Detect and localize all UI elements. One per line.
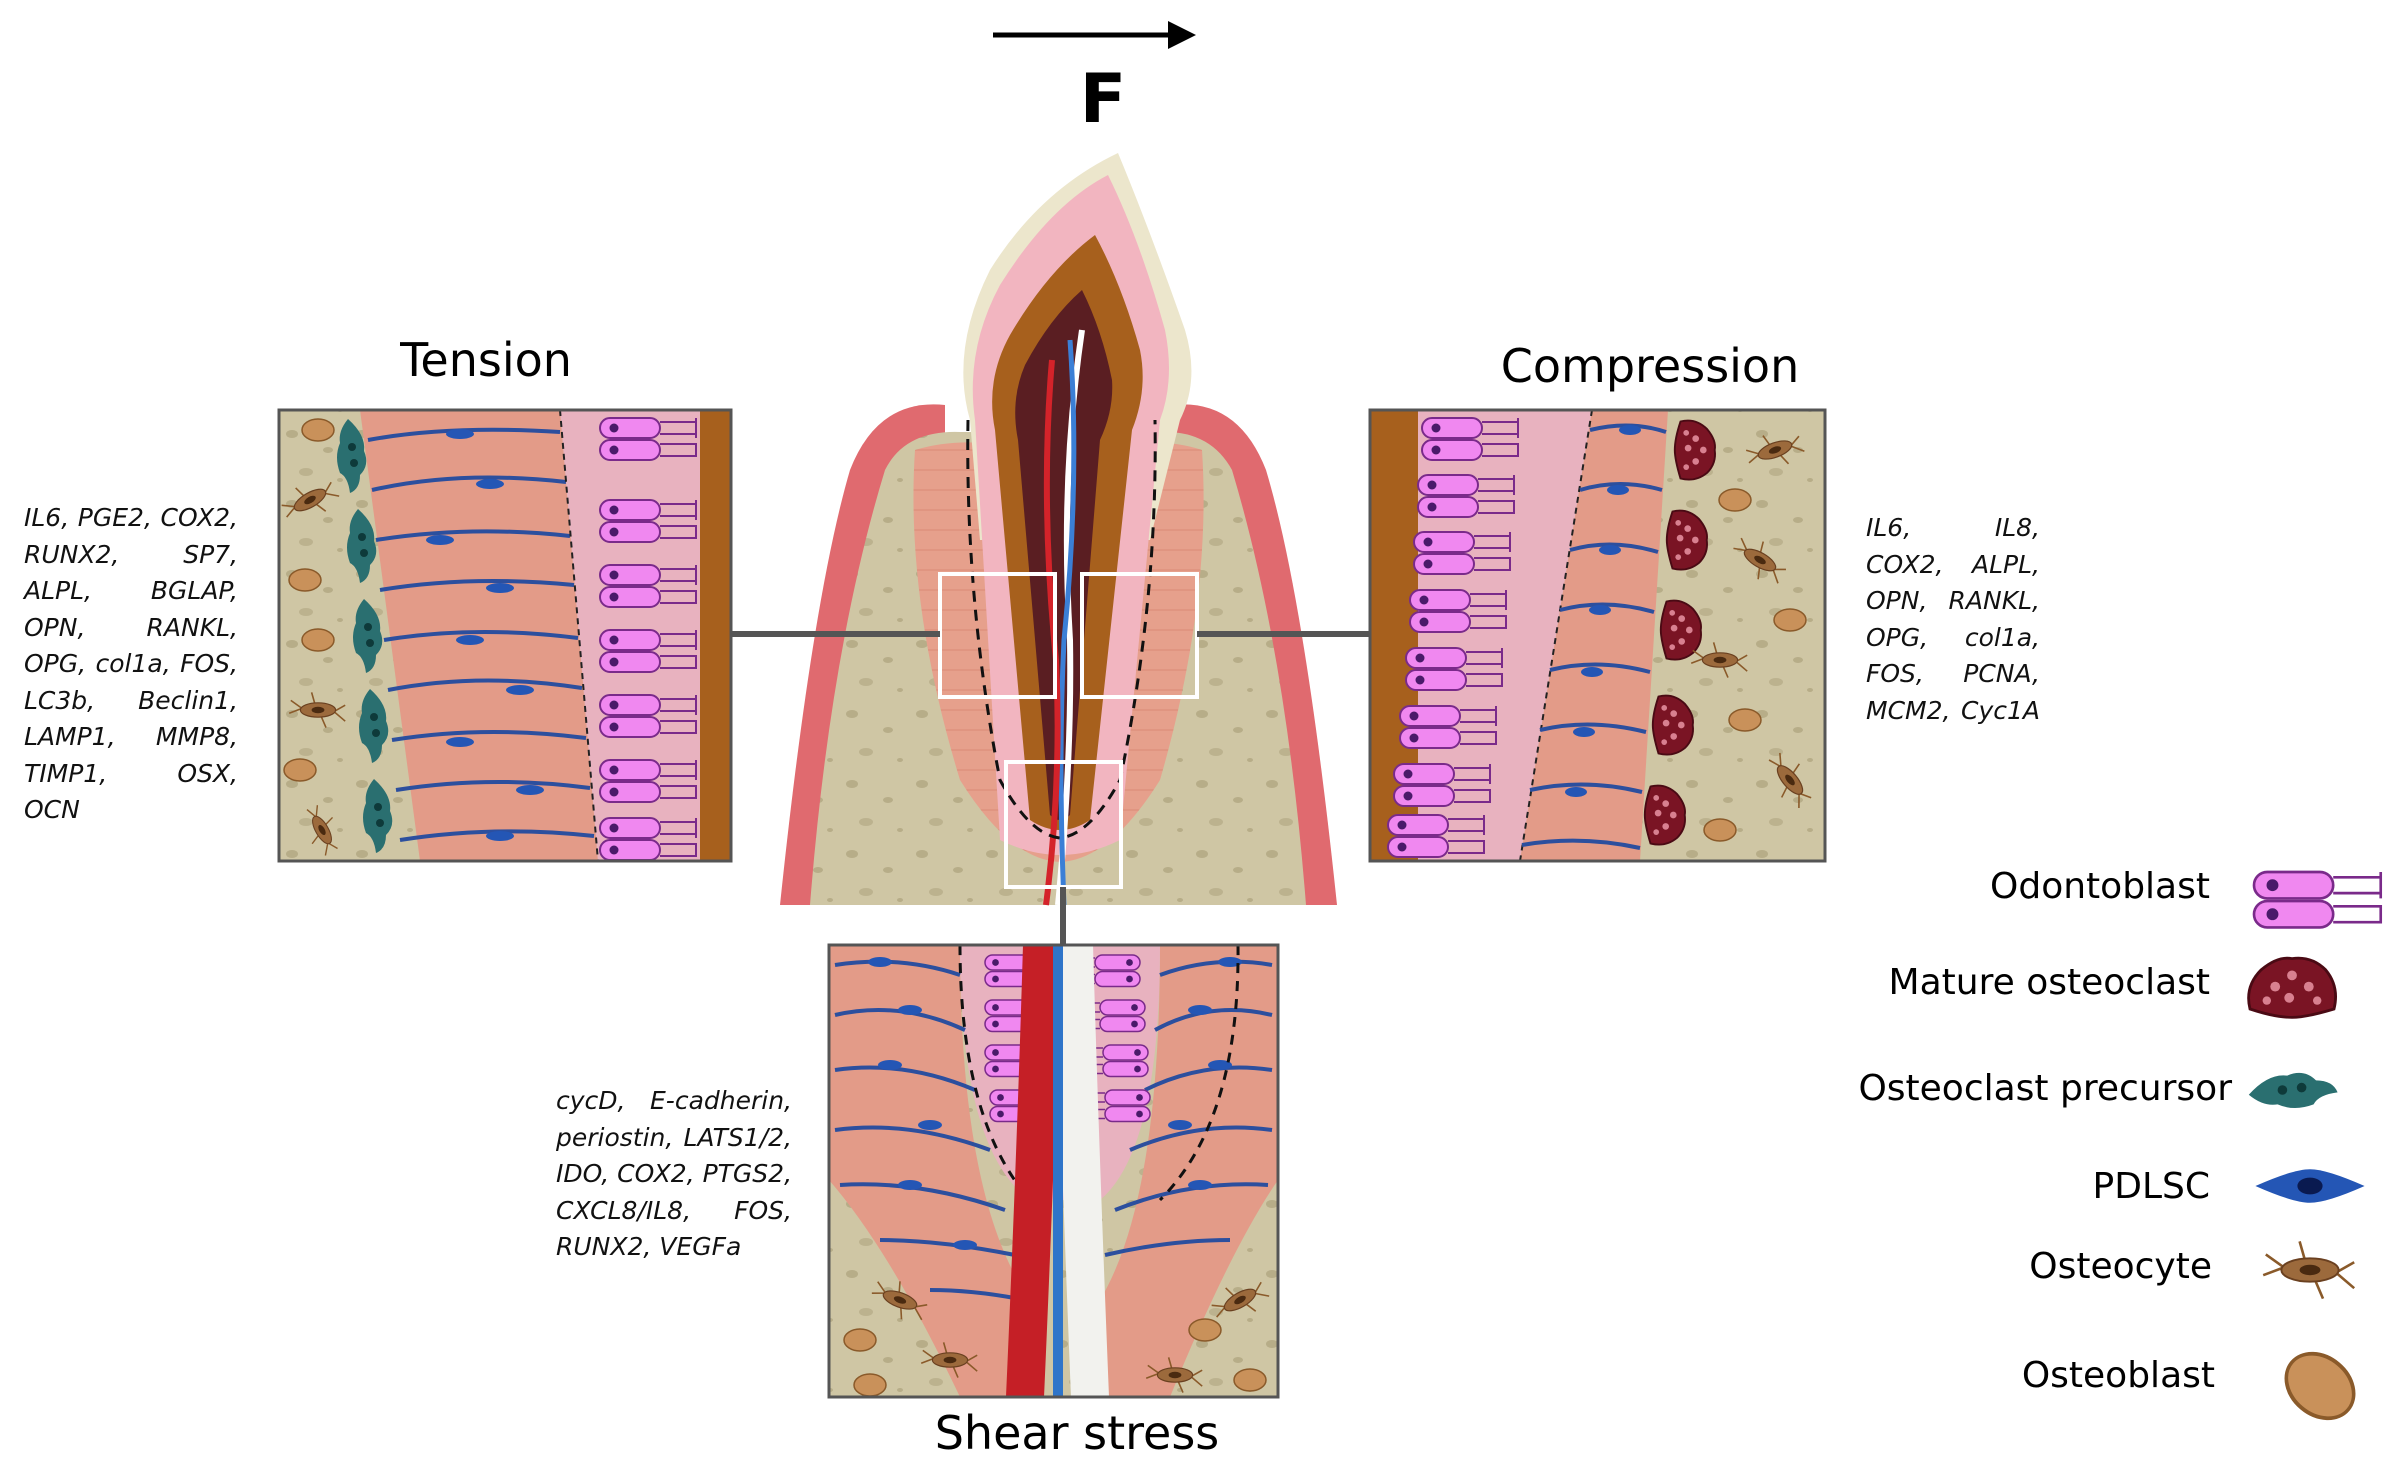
tooth-diagram: [731, 153, 1370, 945]
legend-label-osteocyte: Osteocyte: [2029, 1246, 2212, 1287]
force-arrow: [993, 21, 1196, 49]
gene-line: MCM2, Cyc1A: [1866, 695, 2040, 725]
gene-line: FOS, PCNA,: [1866, 659, 2040, 688]
gene-line: OPG, col1a, FOS,: [24, 649, 238, 678]
tension-panel: [275, 408, 733, 863]
gene-line: RUNX2, SP7,: [24, 539, 238, 569]
mature-osteoclast-icon: [2247, 956, 2338, 1019]
gene-line: OPN, RANKL,: [1866, 586, 2040, 615]
osteocyte-icon: [2261, 1240, 2356, 1300]
legend-label-osteoclast-precursor: Osteoclast precursor: [1858, 1068, 2232, 1109]
legend-label-osteoblast: Osteoblast: [2022, 1355, 2215, 1396]
gene-line: cycD, E-cadherin,: [556, 1086, 792, 1115]
odontoblast-icon: [2252, 870, 2383, 929]
gene-line: LC3b, Beclin1,: [24, 685, 238, 715]
gene-line: LAMP1, MMP8,: [24, 722, 238, 751]
gene-line: COX2, ALPL,: [1866, 549, 2040, 579]
compression-gene-list: IL6, IL8, COX2, ALPL, OPN, RANKL, OPG, c…: [1866, 510, 2040, 729]
legend-label-mature-osteoclast: Mature osteoclast: [1889, 962, 2210, 1003]
gene-line: IL6, IL8,: [1866, 513, 2040, 542]
shear-gene-list: cycD, E-cadherin, periostin, LATS1/2, ID…: [556, 1083, 792, 1266]
force-label: F: [1080, 60, 1126, 139]
osteoblast-icon: [2271, 1338, 2369, 1434]
tension-title: Tension: [399, 333, 572, 387]
gene-line: IL6, PGE2, COX2,: [24, 503, 238, 532]
gene-line: CXCL8/IL8, FOS,: [556, 1195, 792, 1225]
pdlsc-icon: [2255, 1169, 2365, 1203]
osteoclast-precursor-icon: [2248, 1072, 2338, 1108]
legend: Odontoblast Mature osteoclast Osteoclast…: [1858, 866, 2383, 1434]
compression-title: Compression: [1501, 339, 1799, 393]
gene-line: OPG, col1a,: [1866, 622, 2040, 652]
compression-panel: [1368, 408, 1827, 863]
gene-line: periostin, LATS1/2,: [556, 1122, 792, 1152]
shear-panel: [827, 943, 1280, 1399]
legend-label-odontoblast: Odontoblast: [1990, 866, 2210, 907]
legend-label-pdlsc: PDLSC: [2093, 1166, 2210, 1207]
gene-line: RUNX2, VEGFa: [556, 1232, 742, 1261]
gene-line: IDO, COX2, PTGS2,: [556, 1159, 793, 1188]
gene-line: ALPL, BGLAP,: [24, 576, 238, 605]
tension-gene-list: IL6, PGE2, COX2, RUNX2, SP7, ALPL, BGLAP…: [24, 500, 238, 829]
gene-line: OPN, RANKL,: [24, 612, 238, 642]
shear-title: Shear stress: [935, 1406, 1220, 1460]
gene-line: TIMP1, OSX, OCN: [24, 758, 238, 825]
